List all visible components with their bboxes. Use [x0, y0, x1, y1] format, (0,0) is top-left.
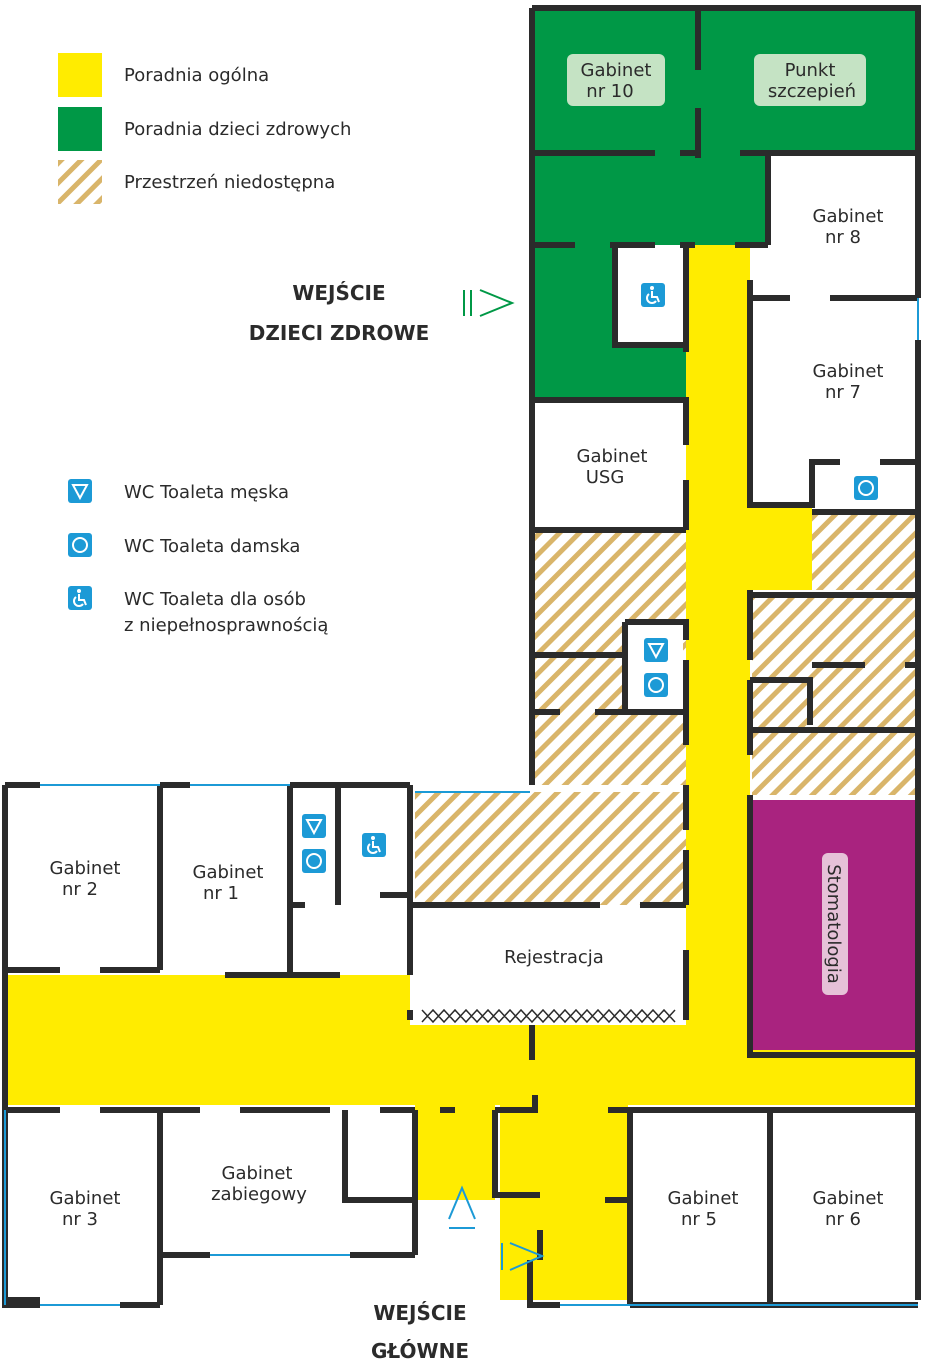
yellow-swatch [58, 53, 102, 97]
windows [4, 298, 919, 1306]
circle-icon [67, 532, 93, 558]
green-swatch [58, 107, 102, 151]
circle-icon [301, 848, 327, 874]
reception-counter [421, 1008, 676, 1024]
legend-children: Poradnia dzieci zdrowych [124, 119, 351, 140]
triangle-icon [301, 813, 327, 839]
entrance-arrow-icon [448, 1185, 545, 1271]
wheelchair-icon [67, 585, 93, 611]
legend-general: Poradnia ogólna [124, 65, 269, 86]
hatch-swatch [58, 160, 102, 204]
wheelchair-icon [640, 282, 666, 308]
legend-wc-men: WC Toaleta męska [124, 482, 289, 503]
room-reception: Rejestracja [504, 947, 604, 968]
room-dental: Stomatologia [823, 864, 844, 984]
entrance-arrow-icon [463, 289, 515, 317]
yellow-zone [8, 245, 918, 1300]
triangle-icon [643, 637, 669, 663]
circle-icon [853, 475, 879, 501]
legend-unavailable: Przestrzeń niedostępna [124, 172, 335, 193]
circle-icon [643, 672, 669, 698]
legend-wc-women: WC Toaleta damska [124, 536, 300, 557]
triangle-icon [67, 478, 93, 504]
walls [2, 5, 921, 1308]
wheelchair-icon [361, 832, 387, 858]
